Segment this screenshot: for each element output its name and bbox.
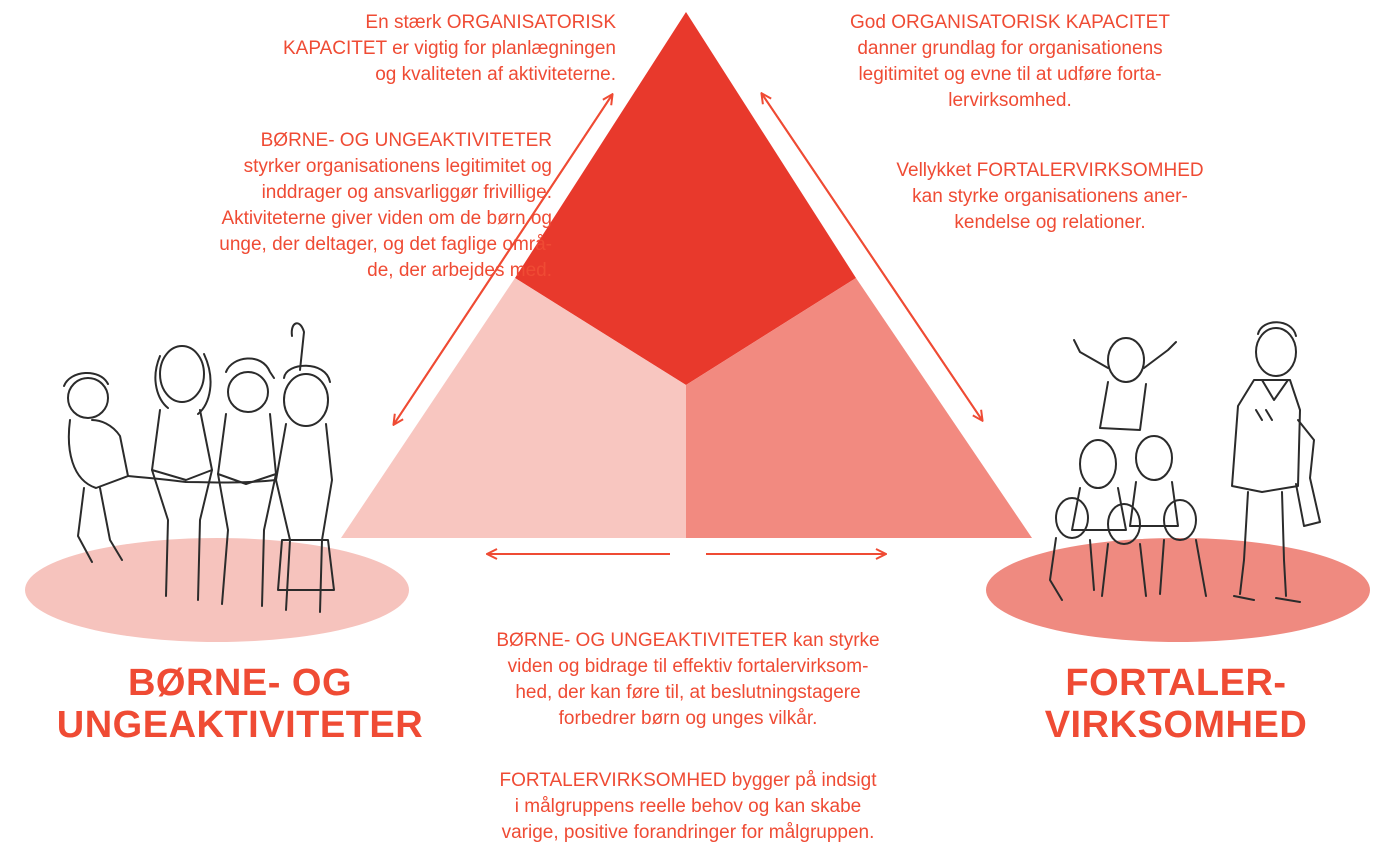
- text-line: viden og bidrage til effektiv fortalervi…: [507, 656, 869, 677]
- text-line: varige, positive forandringer for målgru…: [501, 822, 875, 843]
- text-line: KAPACITET er vigtig for planlægningen: [282, 38, 616, 59]
- triangle-right-section: [686, 278, 1032, 538]
- right-platform-ellipse: [986, 538, 1370, 642]
- text-line: legitimitet og evne til at udføre forta-: [858, 64, 1162, 85]
- arrow-right-down: [761, 93, 982, 420]
- text-line: Vellykket FORTALERVIRKSOMHED: [896, 160, 1204, 181]
- children-group-illustration: [63, 322, 335, 613]
- text-line: styrker organisationens legitimitet og: [243, 156, 552, 177]
- arrow-left-down: [394, 94, 613, 424]
- text-line: kan styrke organisationens aner-: [912, 186, 1188, 207]
- text-line: og kvaliteten af aktiviteterne.: [375, 64, 616, 85]
- triangle-top-section: [515, 12, 856, 385]
- label-line: BØRNE- OG: [127, 662, 353, 704]
- text-line: unge, der deltager, og det faglige områ-: [219, 234, 552, 255]
- bottom-text-activities: BØRNE- OG UNGEAKTIVITETER kan styrke vid…: [406, 628, 970, 732]
- top-right-text: God ORGANISATORISK KAPACITET danner grun…: [730, 10, 1290, 114]
- top-left-text: En stærk ORGANISATORISK KAPACITET er vig…: [118, 10, 616, 88]
- left-platform-ellipse: [25, 538, 409, 642]
- label-line: FORTALER-: [1065, 662, 1287, 704]
- text-line: inddrager og ansvarliggør frivillige.: [261, 182, 552, 203]
- left-text: BØRNE- OG UNGEAKTIVITETER styrker organi…: [4, 128, 552, 284]
- text-line: En stærk ORGANISATORISK: [365, 12, 616, 33]
- text-line: BØRNE- OG UNGEAKTIVITETER: [260, 130, 552, 151]
- advocacy-illustration: [1049, 321, 1321, 603]
- text-line: danner grundlag for organisationens: [857, 38, 1163, 59]
- label-line: VIRKSOMHED: [1044, 704, 1308, 746]
- text-line: hed, der kan føre til, at beslutningstag…: [515, 682, 861, 703]
- text-line: lervirksomhed.: [948, 90, 1072, 111]
- right-label: FORTALER- VIRKSOMHED: [1016, 662, 1336, 746]
- triangle-left-section: [341, 278, 686, 538]
- left-label: BØRNE- OG UNGEAKTIVITETER: [40, 662, 440, 746]
- right-text: Vellykket FORTALERVIRKSOMHED kan styrke …: [830, 158, 1270, 236]
- text-line: FORTALERVIRKSOMHED bygger på indsigt: [499, 770, 877, 791]
- text-line: kendelse og relationer.: [954, 212, 1146, 233]
- text-line: BØRNE- OG UNGEAKTIVITETER kan styrke: [496, 630, 880, 651]
- text-line: forbedrer børn og unges vilkår.: [558, 708, 818, 729]
- text-line: de, der arbejdes med.: [367, 260, 552, 281]
- text-line: God ORGANISATORISK KAPACITET: [850, 12, 1170, 33]
- text-line: i målgruppens reelle behov og kan skabe: [514, 796, 862, 817]
- bottom-text-advocacy: FORTALERVIRKSOMHED bygger på indsigt i m…: [406, 768, 970, 846]
- label-line: UNGEAKTIVITETER: [56, 704, 424, 746]
- text-line: Aktiviteterne giver viden om de børn og: [221, 208, 552, 229]
